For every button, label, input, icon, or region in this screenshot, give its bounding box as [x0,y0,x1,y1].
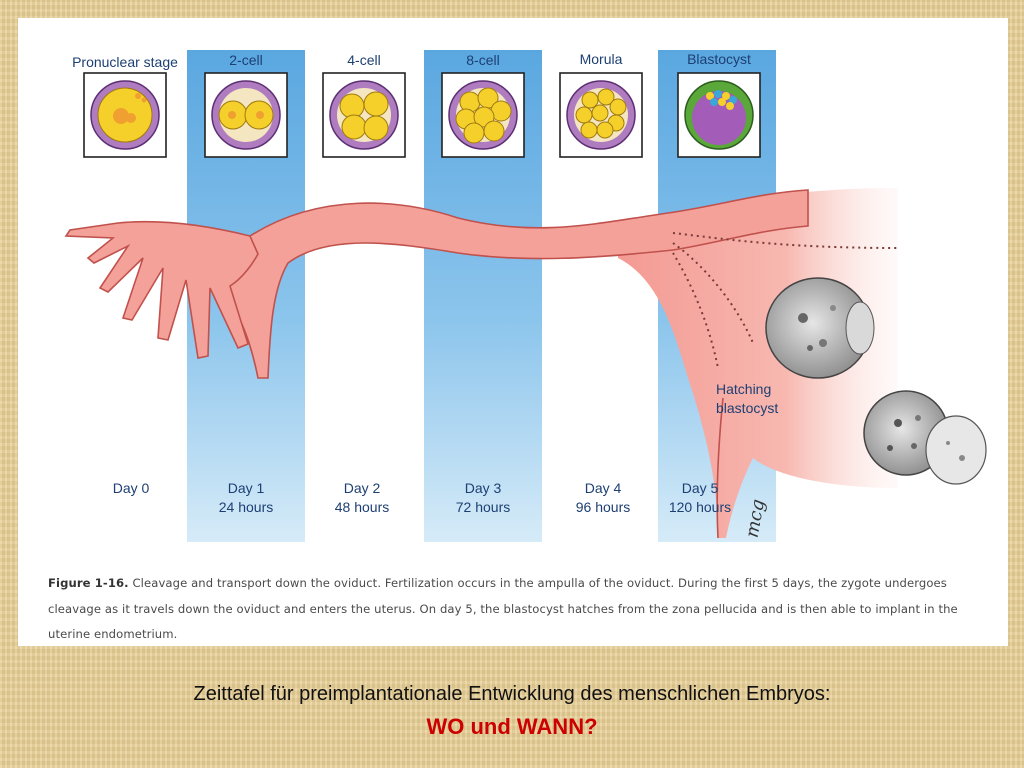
stage-label-2-cell: 2-cell [229,52,263,68]
caption-text: Cleavage and transport down the oviduct.… [48,576,958,641]
day-label-3: Day 3 72 hours [423,479,543,517]
hatching-line1: Hatching [716,381,772,397]
day-label-1: Day 1 24 hours [186,479,306,517]
stage-label-4-cell: 4-cell [347,52,381,68]
oviduct-shape [64,188,899,539]
stage-box-2-cell [204,72,288,158]
hatching-line2: blastocyst [716,400,779,416]
hatching-blastocyst-label: Hatching blastocyst [716,380,826,418]
slide-title: Zeittafel für preimplantationale Entwick… [193,683,831,705]
stage-box-morula [559,72,643,158]
day-label-4: Day 4 96 hours [543,479,663,517]
day-text: Day 1 [227,480,265,496]
day-label-2: Day 2 48 hours [302,479,422,517]
hours-text: 48 hours [334,499,390,515]
hatching-blastocyst-micrograph [765,277,987,485]
stage-label-8-cell: 8-cell [466,52,500,68]
stage-box-pronuclear [83,72,167,158]
hours-text: 120 hours [668,499,732,515]
day-text: Day 4 [584,480,622,496]
figure-panel: Pronuclear stage 2-cell 4-cell 8-cell Mo… [18,18,1008,646]
day-label-5: Day 5 120 hours [640,479,760,517]
day-text: Day 5 [681,480,719,496]
stage-label-pronuclear: Pronuclear stage [72,54,178,70]
hours-text: 24 hours [218,499,274,515]
embryo-development-figure [64,50,987,542]
day-text: Day 3 [464,480,502,496]
hours-text: 96 hours [575,499,631,515]
stage-box-8-cell [441,72,525,158]
figure-caption: Figure 1-16. Cleavage and transport down… [48,571,998,648]
stage-box-blastocyst [677,72,761,158]
stage-label-morula: Morula [579,51,623,67]
stage-box-4-cell [322,72,406,158]
slide-question: WO und WANN? [426,714,598,739]
hours-text: 72 hours [455,499,511,515]
stage-label-blastocyst: Blastocyst [687,51,751,67]
day-label-0: Day 0 [71,479,191,498]
caption-label: Figure 1-16. [48,576,129,590]
day-text: Day 0 [112,480,150,496]
day-text: Day 2 [343,480,381,496]
